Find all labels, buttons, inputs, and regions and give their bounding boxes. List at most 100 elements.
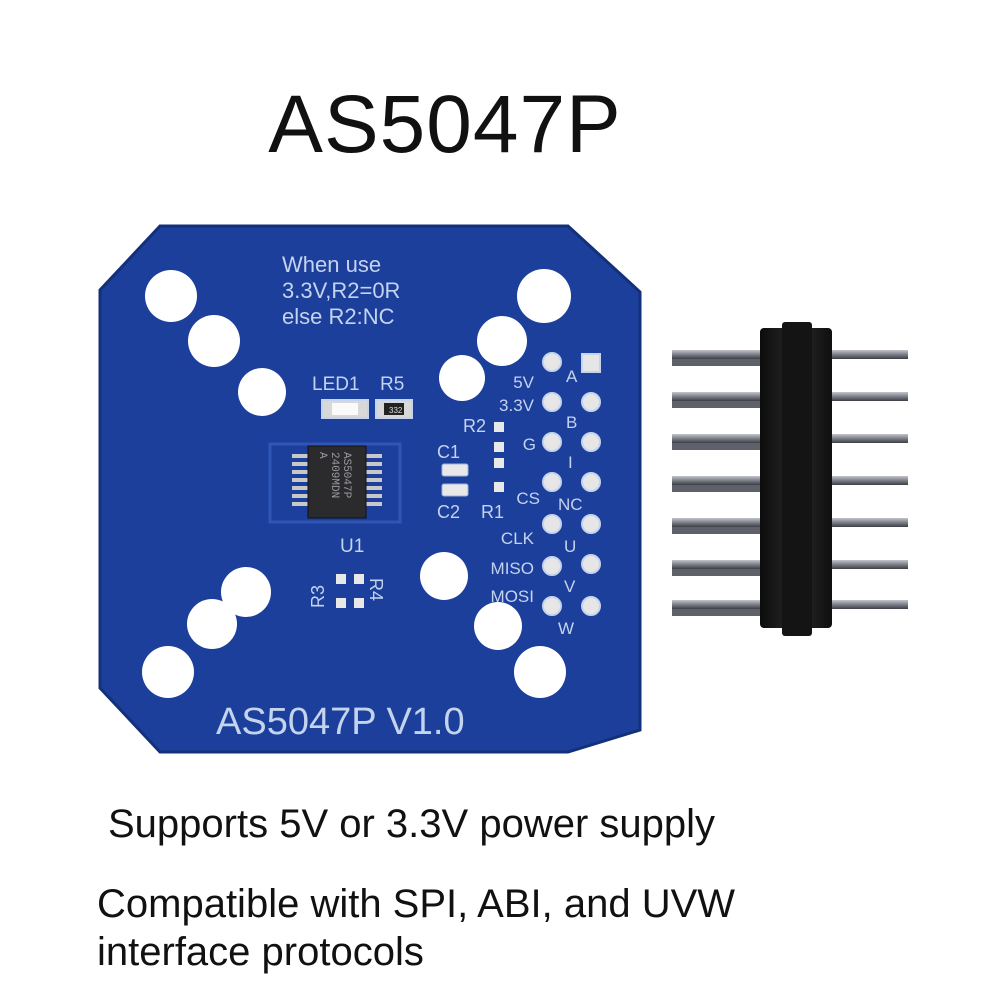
header-pad: [581, 432, 601, 452]
u1-pin: [364, 478, 382, 482]
header-pads-right: [581, 353, 601, 616]
pin-label-cs: CS: [516, 489, 540, 508]
r4-pad: [354, 574, 364, 584]
r2-pad: [494, 442, 504, 452]
pin-label-b: B: [566, 413, 577, 432]
u1-pin: [364, 462, 382, 466]
u1-pin: [364, 502, 382, 506]
pin-label-5v: 5V: [513, 373, 534, 392]
header-pad: [581, 514, 601, 534]
header-pad: [542, 596, 562, 616]
mounting-holes: [142, 269, 571, 698]
r5-label: R5: [380, 374, 404, 395]
header-pins-bent: [672, 359, 760, 616]
pcb-board: When use 3.3V,R2=0R else R2:NC LED1 R5 3…: [98, 224, 642, 754]
pin-label-v: V: [564, 577, 576, 596]
mounting-hole: [514, 646, 566, 698]
header-pin-bend: [672, 527, 760, 534]
r1-pad: [494, 482, 504, 492]
r5-code: 332: [389, 406, 403, 415]
product-title: AS5047P: [268, 79, 622, 170]
u1-pin: [292, 470, 310, 474]
pin-label-i: I: [568, 453, 573, 472]
u1-label: U1: [340, 536, 364, 557]
c2-component: [441, 483, 469, 497]
header-pin-bend: [672, 401, 760, 408]
led1-label: LED1: [312, 374, 360, 395]
mounting-hole: [474, 602, 522, 650]
board-note-line2: 3.3V,R2=0R: [282, 278, 400, 303]
u1-outline: [268, 442, 402, 524]
header-pin-bend: [672, 569, 760, 576]
header-pin-bend: [672, 359, 760, 366]
u1-pin: [364, 486, 382, 490]
header-pad: [542, 472, 562, 492]
pin-label-mosi: MOSI: [491, 587, 534, 606]
led1-body: [332, 403, 358, 415]
chip-marking-line1: AS5047P: [340, 452, 352, 499]
u1-pin: [292, 462, 310, 466]
caption-power-supply: Supports 5V or 3.3V power supply: [108, 802, 716, 846]
header-pad: [542, 556, 562, 576]
board-version-label: AS5047P V1.0: [216, 701, 465, 743]
u1-pin: [364, 494, 382, 498]
r3-label: R3: [308, 585, 328, 608]
header-pad: [581, 554, 601, 574]
r5-body: [384, 403, 404, 415]
r4-label: R4: [366, 578, 386, 601]
header-pad-square: [581, 353, 601, 373]
mounting-hole: [238, 368, 286, 416]
u1-pin: [292, 494, 310, 498]
board-note-line1: When use: [282, 252, 381, 277]
mounting-hole: [187, 599, 237, 649]
c1-component: [441, 463, 469, 477]
board-note-line3: else R2:NC: [282, 304, 395, 329]
caption-protocols: Compatible with SPI, ABI, and UVW interf…: [97, 880, 957, 976]
mounting-hole: [142, 646, 194, 698]
pin-label-u: U: [564, 537, 576, 556]
pin-label-w: W: [558, 619, 574, 638]
header-pad: [581, 472, 601, 492]
c1-label: C1: [437, 442, 460, 462]
u1-pin: [292, 502, 310, 506]
u1-right-pins: [364, 454, 382, 506]
u1-left-pins: [292, 454, 310, 506]
caption-protocols-line2: interface protocols: [97, 930, 424, 974]
r2-pad: [494, 422, 504, 432]
mounting-hole: [145, 270, 197, 322]
header-pad: [542, 392, 562, 412]
r3-pad: [336, 574, 346, 584]
r1-label: R1: [481, 502, 504, 522]
header-plastic-top: [782, 322, 812, 636]
u1-pin: [292, 454, 310, 458]
header-pad: [542, 352, 562, 372]
mounting-hole: [188, 315, 240, 367]
pin-label-clk: CLK: [501, 529, 535, 548]
mounting-hole: [221, 567, 271, 617]
r2-label: R2: [463, 416, 486, 436]
header-pad: [581, 392, 601, 412]
r3-r4-pads: [336, 574, 364, 608]
pin-label-3v3: 3.3V: [499, 396, 535, 415]
header-pad: [542, 432, 562, 452]
r2-pad: [494, 458, 504, 468]
header-pads-left: [542, 352, 562, 616]
caption-protocols-line1: Compatible with SPI, ABI, and UVW: [97, 882, 736, 926]
mounting-hole: [517, 269, 571, 323]
u1-pin: [292, 486, 310, 490]
u1-chip-body: [307, 445, 367, 519]
mounting-hole: [477, 316, 527, 366]
header-pad: [581, 596, 601, 616]
u1-pin: [364, 470, 382, 474]
mounting-hole: [420, 552, 468, 600]
mounting-hole: [439, 355, 485, 401]
header-pin-bend: [672, 485, 760, 492]
u1-pin: [292, 478, 310, 482]
header-pin-bend: [672, 609, 760, 616]
chip-marking-line2: 2409MDN: [328, 452, 340, 498]
header-pin-bend: [672, 443, 760, 450]
pin-label-nc: NC: [558, 495, 583, 514]
u1-pin: [364, 454, 382, 458]
c2-label: C2: [437, 502, 460, 522]
